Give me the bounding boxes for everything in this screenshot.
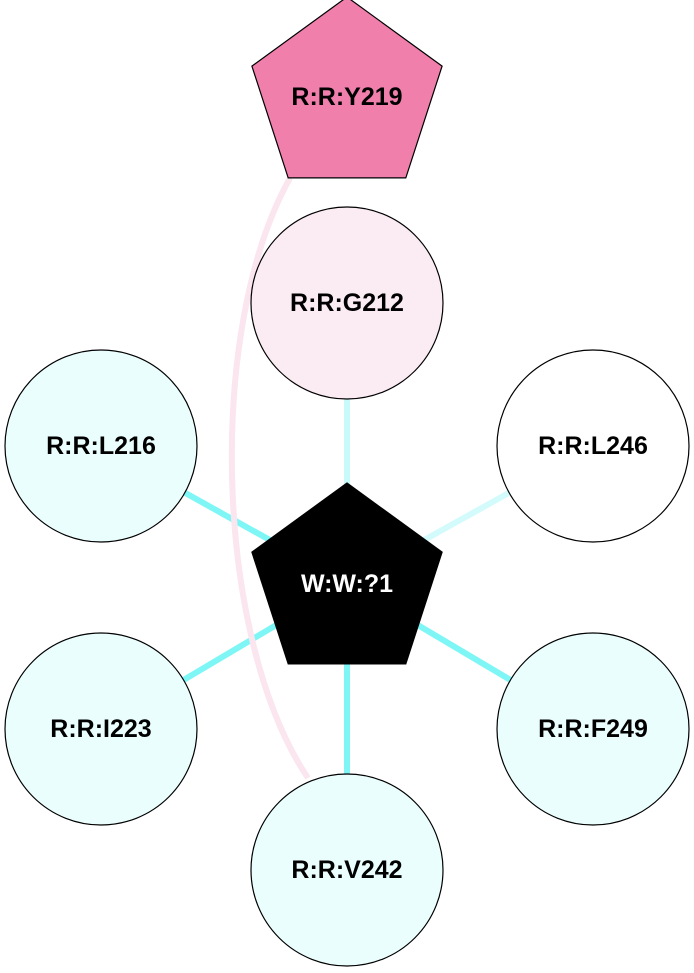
node-v242-circle [250, 773, 444, 967]
node-g212-circle [250, 206, 444, 400]
node-v242-label: R:R:V242 [291, 856, 402, 884]
node-i223: R:R:I223 [4, 632, 198, 826]
node-w1: W:W:?1 [251, 482, 443, 665]
edge-y219-v242 [228, 176, 311, 780]
node-l246: R:R:L246 [496, 349, 690, 543]
node-i223-label: R:R:I223 [50, 715, 151, 743]
node-g212-label: R:R:G212 [290, 289, 404, 317]
node-f249: R:R:F249 [496, 632, 690, 826]
node-l246-circle [496, 349, 690, 543]
node-w1-pentagon [251, 482, 443, 665]
node-y219-label: R:R:Y219 [291, 83, 402, 111]
node-l216: R:R:L216 [4, 349, 198, 543]
node-l216-circle [4, 349, 198, 543]
node-i223-circle [4, 632, 198, 826]
node-l216-label: R:R:L216 [46, 432, 156, 460]
node-f249-label: R:R:F249 [538, 715, 648, 743]
node-y219: R:R:Y219 [251, 0, 443, 179]
node-v242: R:R:V242 [250, 773, 444, 967]
node-g212: R:R:G212 [250, 206, 444, 400]
node-f249-circle [496, 632, 690, 826]
node-w1-label: W:W:?1 [301, 570, 393, 598]
node-y219-pentagon [251, 0, 443, 179]
node-l246-label: R:R:L246 [538, 432, 648, 460]
